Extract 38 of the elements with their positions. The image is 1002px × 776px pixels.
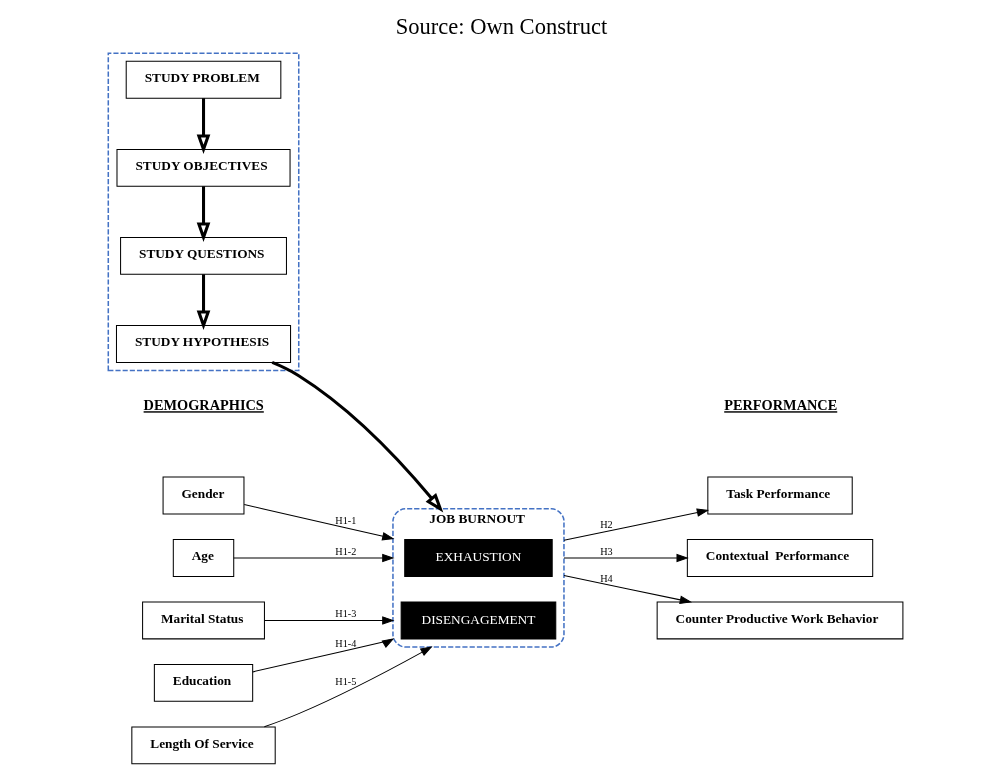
- arrow: [196, 186, 210, 242]
- edge-label: H3: [599, 545, 613, 557]
- edge-label: H1-5: [334, 675, 356, 687]
- node-box: STUDY PROBLEM: [125, 60, 281, 99]
- diagram-title: Source: Own Construct: [395, 14, 607, 40]
- edge-label: H1-1: [334, 515, 356, 527]
- edge-label: H4: [599, 572, 613, 584]
- edge-label: H1-3: [334, 608, 356, 620]
- arrow: [263, 616, 394, 625]
- node-box: Contextual Performance: [686, 539, 873, 577]
- node-box: Education: [153, 663, 253, 702]
- node-box: Marital Status: [141, 601, 265, 640]
- node-box: Length Of Service: [130, 726, 276, 765]
- arrow: [271, 361, 443, 513]
- node-box: STUDY OBJECTIVES: [115, 148, 291, 187]
- node-box: STUDY QUESTIONS: [119, 236, 287, 275]
- node-box: Age: [172, 539, 234, 577]
- arrow: [243, 504, 394, 541]
- arrow: [196, 274, 210, 331]
- arrow: [562, 575, 692, 605]
- arrow: [263, 646, 433, 728]
- edge-label: H1-4: [334, 638, 356, 650]
- node-box: STUDY HYPOTHESIS: [115, 325, 291, 363]
- arrow: [562, 553, 689, 563]
- label: DEMOGRAPHICS: [143, 397, 264, 414]
- cluster: [107, 52, 299, 372]
- node-box: EXHAUSTION: [403, 539, 553, 577]
- node-box: DISENGAGEMENT: [400, 601, 556, 640]
- arrow: [251, 638, 394, 673]
- arrow: [232, 553, 394, 563]
- node-box: Gender: [162, 476, 244, 515]
- label: PERFORMANCE: [723, 397, 837, 414]
- arrow: [196, 98, 210, 154]
- edge-label: H2: [599, 519, 613, 531]
- arrow: [562, 508, 709, 541]
- edge-label: H1-2: [334, 545, 356, 557]
- node-box: Task Performance: [706, 476, 853, 515]
- node-box: Counter Productive Work Behavior: [656, 601, 903, 640]
